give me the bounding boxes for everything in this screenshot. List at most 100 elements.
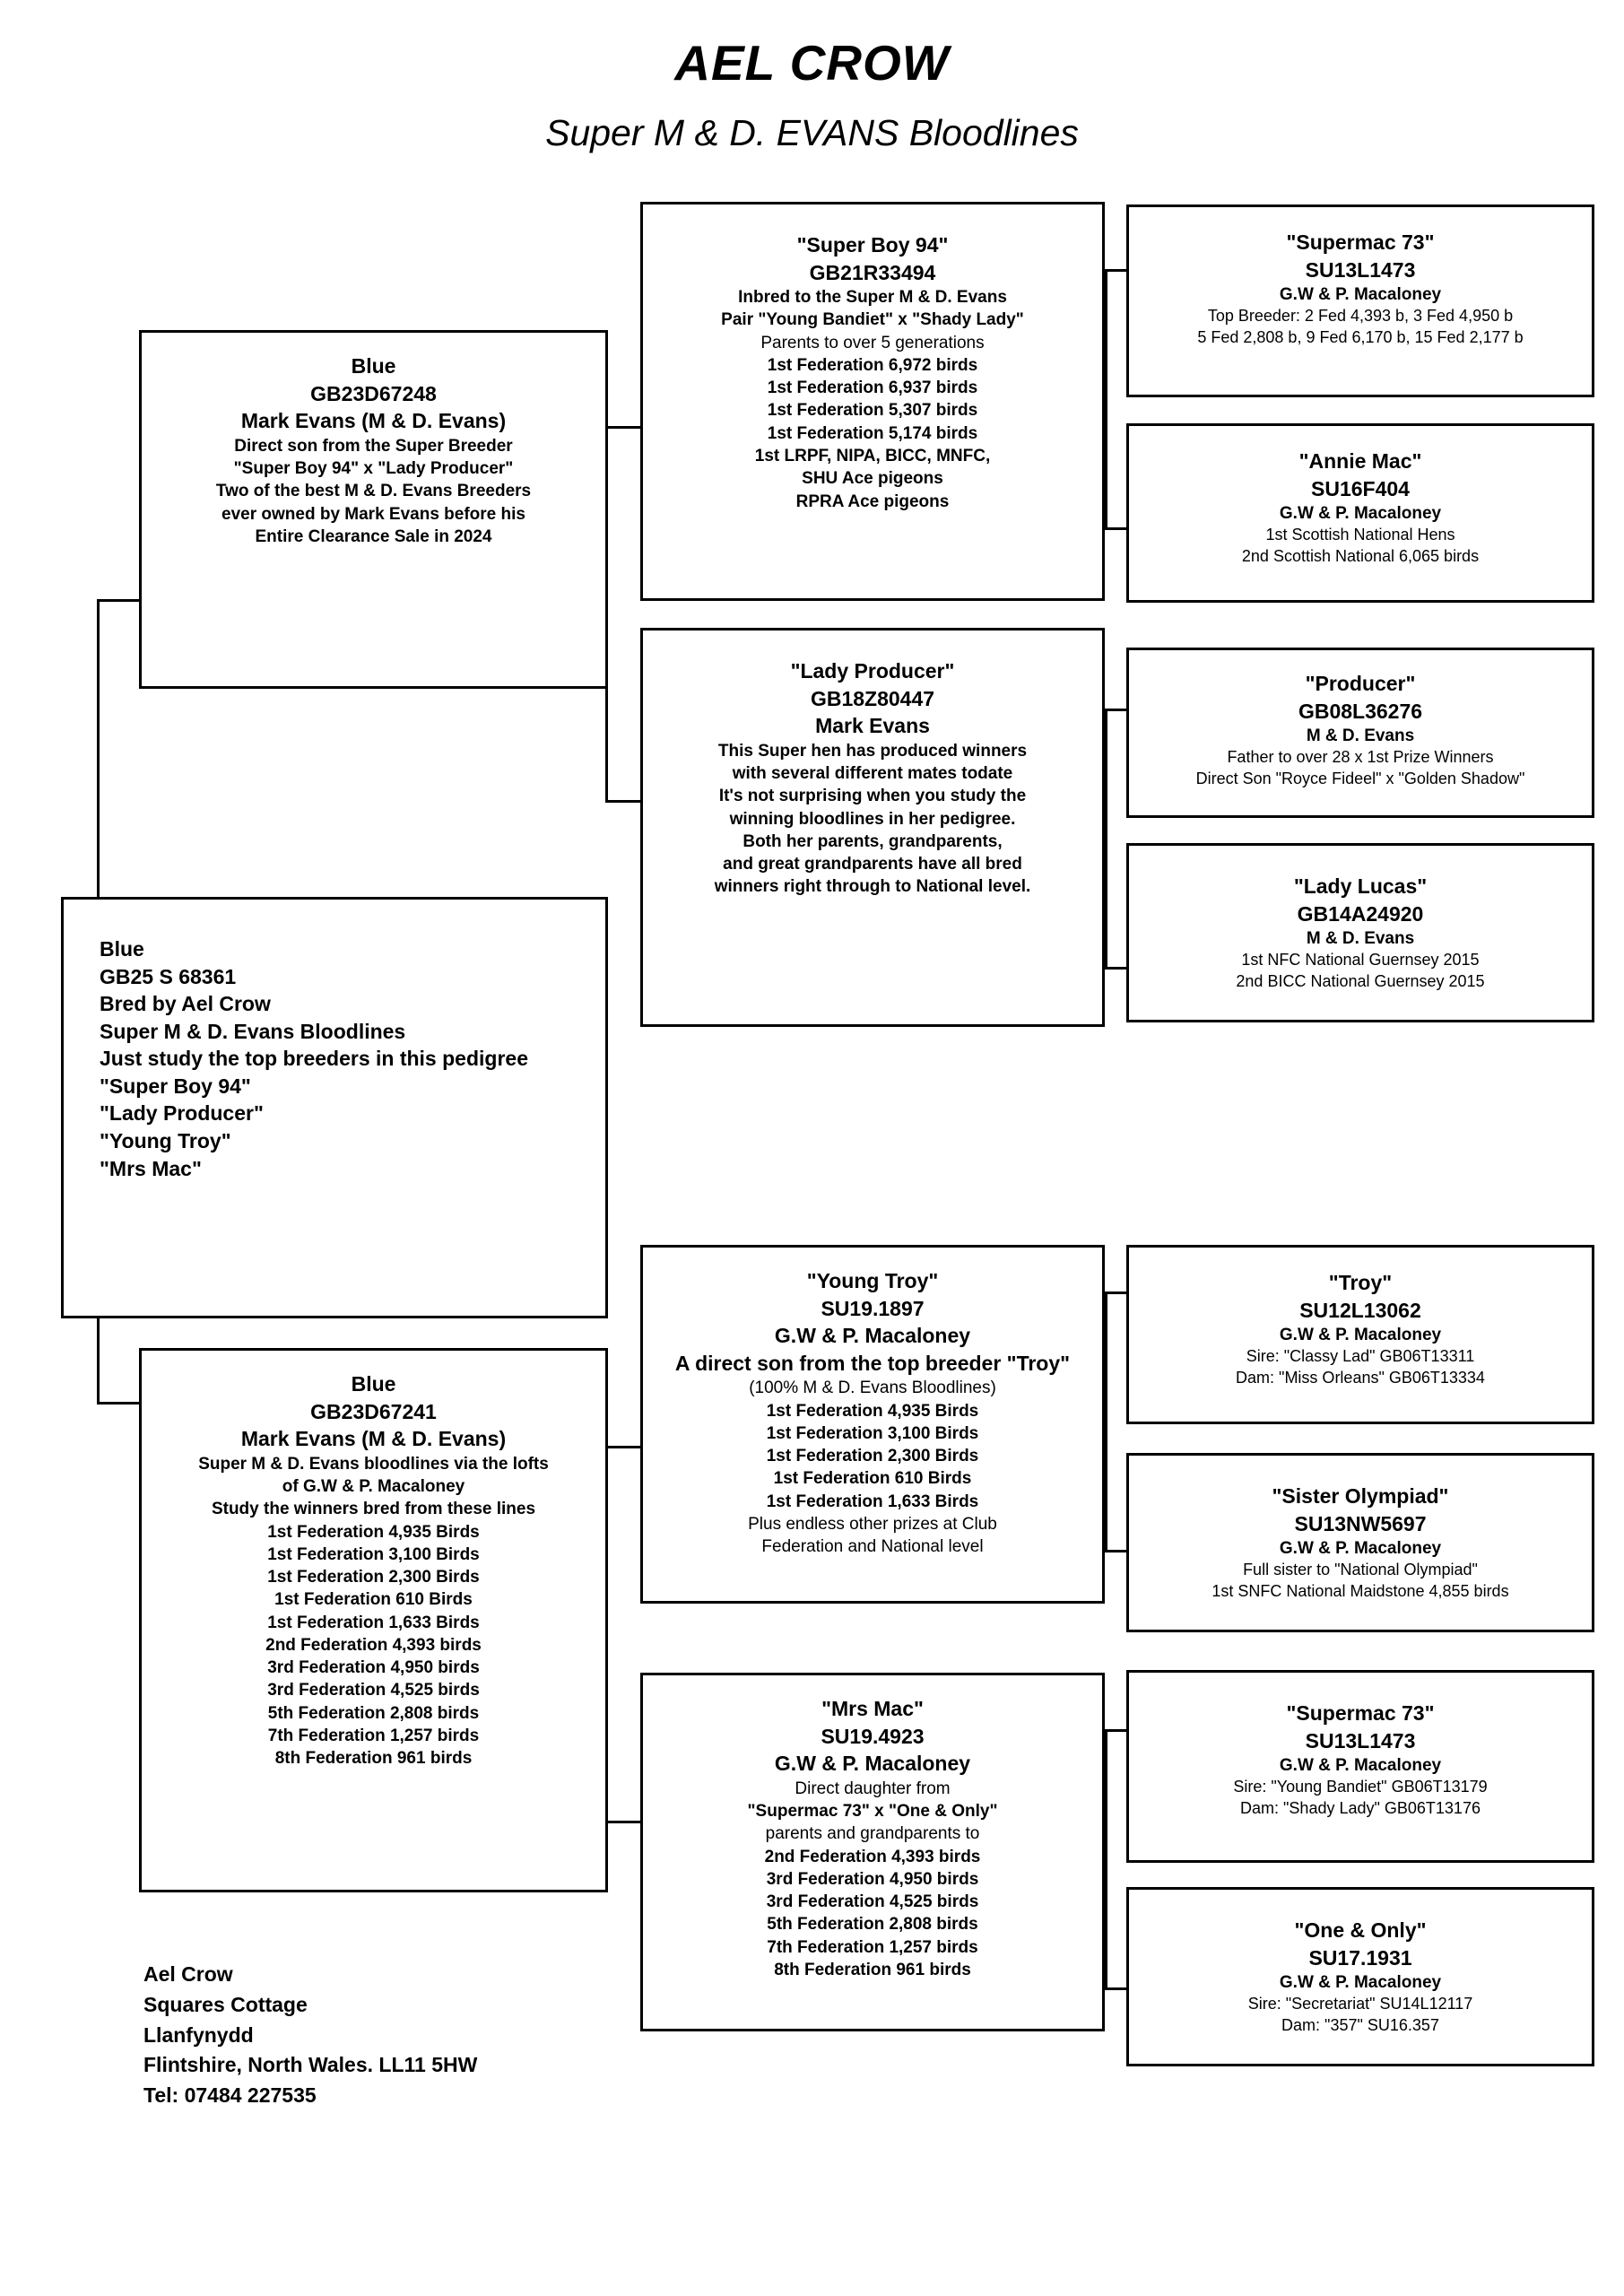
gg2-name: "Annie Mac" [1298,449,1422,473]
gg6-owner: G.W & P. Macaloney [1279,1539,1442,1559]
sire-sire-ring: GB21R33494 [809,260,936,284]
gg7-ring: SU13L1473 [1305,1728,1416,1752]
dam-result: 7th Federation 1,257 birds [267,1726,480,1745]
gg7-box: "Supermac 73" SU13L1473 G.W & P. Macalon… [1126,1670,1594,1863]
dam-sire-owner: G.W & P. Macaloney [774,1324,971,1348]
dam-sire-name: "Young Troy" [806,1269,939,1292]
sire-dam-line-2: with several different mates todate [732,764,1013,783]
gg4-owner: M & D. Evans [1306,929,1415,949]
connector-dd-to-gg8 [1105,1987,1126,1990]
connector-subject-to-dam [97,1402,173,1405]
dam-result: 1st Federation 1,633 Birds [267,1613,480,1632]
sire-sire-result: RPRA Ace pigeons [795,491,950,511]
sire-sire-result: 1st Federation 5,174 birds [767,423,978,443]
sire-dam-name: "Lady Producer" [790,659,955,683]
dam-dam-ring: SU19.4923 [821,1724,925,1748]
sire-sire-line-1: Inbred to the Super M & D. Evans [738,288,1007,308]
page-subtitle: Super M & D. EVANS Bloodlines [545,112,1079,153]
gg2-box: "Annie Mac" SU16F404 G.W & P. Macaloney … [1126,423,1594,603]
sire-dam-line-6: and great grandparents have all bred [723,855,1022,874]
gg8-box: "One & Only" SU17.1931 G.W & P. Macalone… [1126,1887,1594,2066]
gg8-name: "One & Only" [1294,1918,1427,1942]
gg6-line-2: 1st SNFC National Maidstone 4,855 birds [1211,1582,1509,1601]
subject-breeder-4: "Mrs Mac" [100,1156,202,1180]
sire-line-3: Two of the best M & D. Evans Breeders [215,482,532,501]
gg2-line-1: 1st Scottish National Hens [1265,526,1455,544]
dam-result: 2nd Federation 4,393 birds [265,1635,482,1655]
sire-sire-line-2: Pair "Young Bandiet" x "Shady Lady" [721,310,1024,330]
dam-box: Blue GB23D67241 Mark Evans (M & D. Evans… [139,1348,608,1892]
dam-dam-result: 3rd Federation 4,950 birds [766,1869,979,1889]
gg1-ring: SU13L1473 [1305,257,1416,282]
subject-bloodlines: Super M & D. Evans Bloodlines [100,1019,406,1043]
gg7-line-1: Sire: "Young Bandiet" GB06T13179 [1233,1778,1488,1796]
gg1-owner: G.W & P. Macaloney [1279,285,1442,305]
sire-owner: Mark Evans (M & D. Evans) [240,409,507,433]
gg5-line-2: Dam: "Miss Orleans" GB06T13334 [1236,1369,1485,1387]
dam-owner: Mark Evans (M & D. Evans) [240,1427,507,1451]
connector-ds-to-gg5 [1105,1292,1126,1294]
dam-dam-owner: G.W & P. Macaloney [774,1752,971,1776]
sire-sire-result: SHU Ace pigeons [802,469,943,489]
sire-line-5: Entire Clearance Sale in 2024 [255,526,492,546]
connector-sd-to-gg4 [1105,967,1126,970]
gg5-owner: G.W & P. Macaloney [1279,1326,1442,1345]
dam-line-3: Study the winners bred from these lines [211,1500,536,1519]
gg2-ring: SU16F404 [1311,476,1410,500]
gg4-line-1: 1st NFC National Guernsey 2015 [1241,951,1480,970]
dam-result: 8th Federation 961 birds [274,1749,473,1769]
dam-sire-line-2: (100% M & D. Evans Bloodlines) [749,1378,996,1398]
connector-ds-spine [1105,1292,1107,1552]
connector-dam-to-dam-sire [605,1446,641,1448]
connector-ss-spine [1105,269,1107,529]
gg7-owner: G.W & P. Macaloney [1279,1756,1442,1776]
subject-ring: GB25 S 68361 [100,964,237,988]
connector-dd-to-gg7 [1105,1729,1126,1732]
gg6-ring: SU13NW5697 [1294,1511,1427,1535]
dam-result: 3rd Federation 4,950 birds [267,1658,480,1678]
connector-ds-to-gg6 [1105,1550,1126,1552]
gg3-name: "Producer" [1305,672,1416,695]
gg3-box: "Producer" GB08L36276 M & D. Evans Fathe… [1126,648,1594,818]
connector-sire-to-sire-dam [605,800,641,803]
gg8-ring: SU17.1931 [1308,1945,1412,1970]
dam-result: 3rd Federation 4,525 birds [267,1681,480,1700]
connector-sd-to-gg3 [1105,709,1126,711]
dam-result: 1st Federation 2,300 Birds [267,1568,480,1587]
connector-subject-to-sire [97,599,173,602]
subject-breeder-1: "Super Boy 94" [100,1074,251,1098]
gg7-name: "Supermac 73" [1286,1701,1435,1725]
dam-sire-ring: SU19.1897 [821,1296,925,1320]
subject-color: Blue [100,937,144,961]
sire-dam-ring: GB18Z80447 [810,686,935,710]
gg5-ring: SU12L13062 [1299,1298,1421,1322]
gg4-ring: GB14A24920 [1297,901,1424,926]
gg4-line-2: 2nd BICC National Guernsey 2015 [1236,972,1485,991]
dam-dam-line-2: "Supermac 73" x "One & Only" [747,1802,998,1821]
gg8-line-2: Dam: "357" SU16.357 [1281,2016,1439,2035]
subject-breeder-2: "Lady Producer" [100,1101,264,1126]
connector-ss-to-gg2 [1105,527,1126,530]
sire-dam-line-4: winning bloodlines in her pedigree. [729,809,1016,829]
sire-dam-owner: Mark Evans [815,714,930,738]
dam-dam-line-1: Direct daughter from [795,1779,951,1798]
gg8-owner: G.W & P. Macaloney [1279,1973,1442,1993]
sire-dam-line-3: It's not surprising when you study the [718,787,1027,806]
dam-color: Blue [351,1372,396,1396]
sire-dam-line-5: Both her parents, grandparents, [743,831,1003,851]
sire-ring: GB23D67248 [310,381,437,405]
connector-sire-to-sire-sire [605,426,641,429]
gg6-box: "Sister Olympiad" SU13NW5697 G.W & P. Ma… [1126,1453,1594,1632]
gg5-box: "Troy" SU12L13062 G.W & P. Macaloney Sir… [1126,1245,1594,1424]
connector-dd-spine [1105,1729,1107,1989]
contact-address-1: Squares Cottage [143,1992,308,2016]
sire-sire-result: 1st Federation 5,307 birds [767,401,978,421]
dam-sire-result: 1st Federation 4,935 Birds [766,1401,979,1421]
gg1-line-2: 5 Fed 2,808 b, 9 Fed 6,170 b, 15 Fed 2,1… [1197,328,1524,347]
dam-dam-line-3: parents and grandparents to [765,1824,980,1844]
gg8-line-1: Sire: "Secretariat" SU14L12117 [1247,1995,1473,2013]
sire-box: Blue GB23D67248 Mark Evans (M & D. Evans… [139,330,608,689]
dam-result: 5th Federation 2,808 birds [267,1703,480,1723]
dam-sire-result: 1st Federation 2,300 Birds [766,1447,979,1466]
dam-dam-result: 3rd Federation 4,525 birds [766,1892,979,1912]
